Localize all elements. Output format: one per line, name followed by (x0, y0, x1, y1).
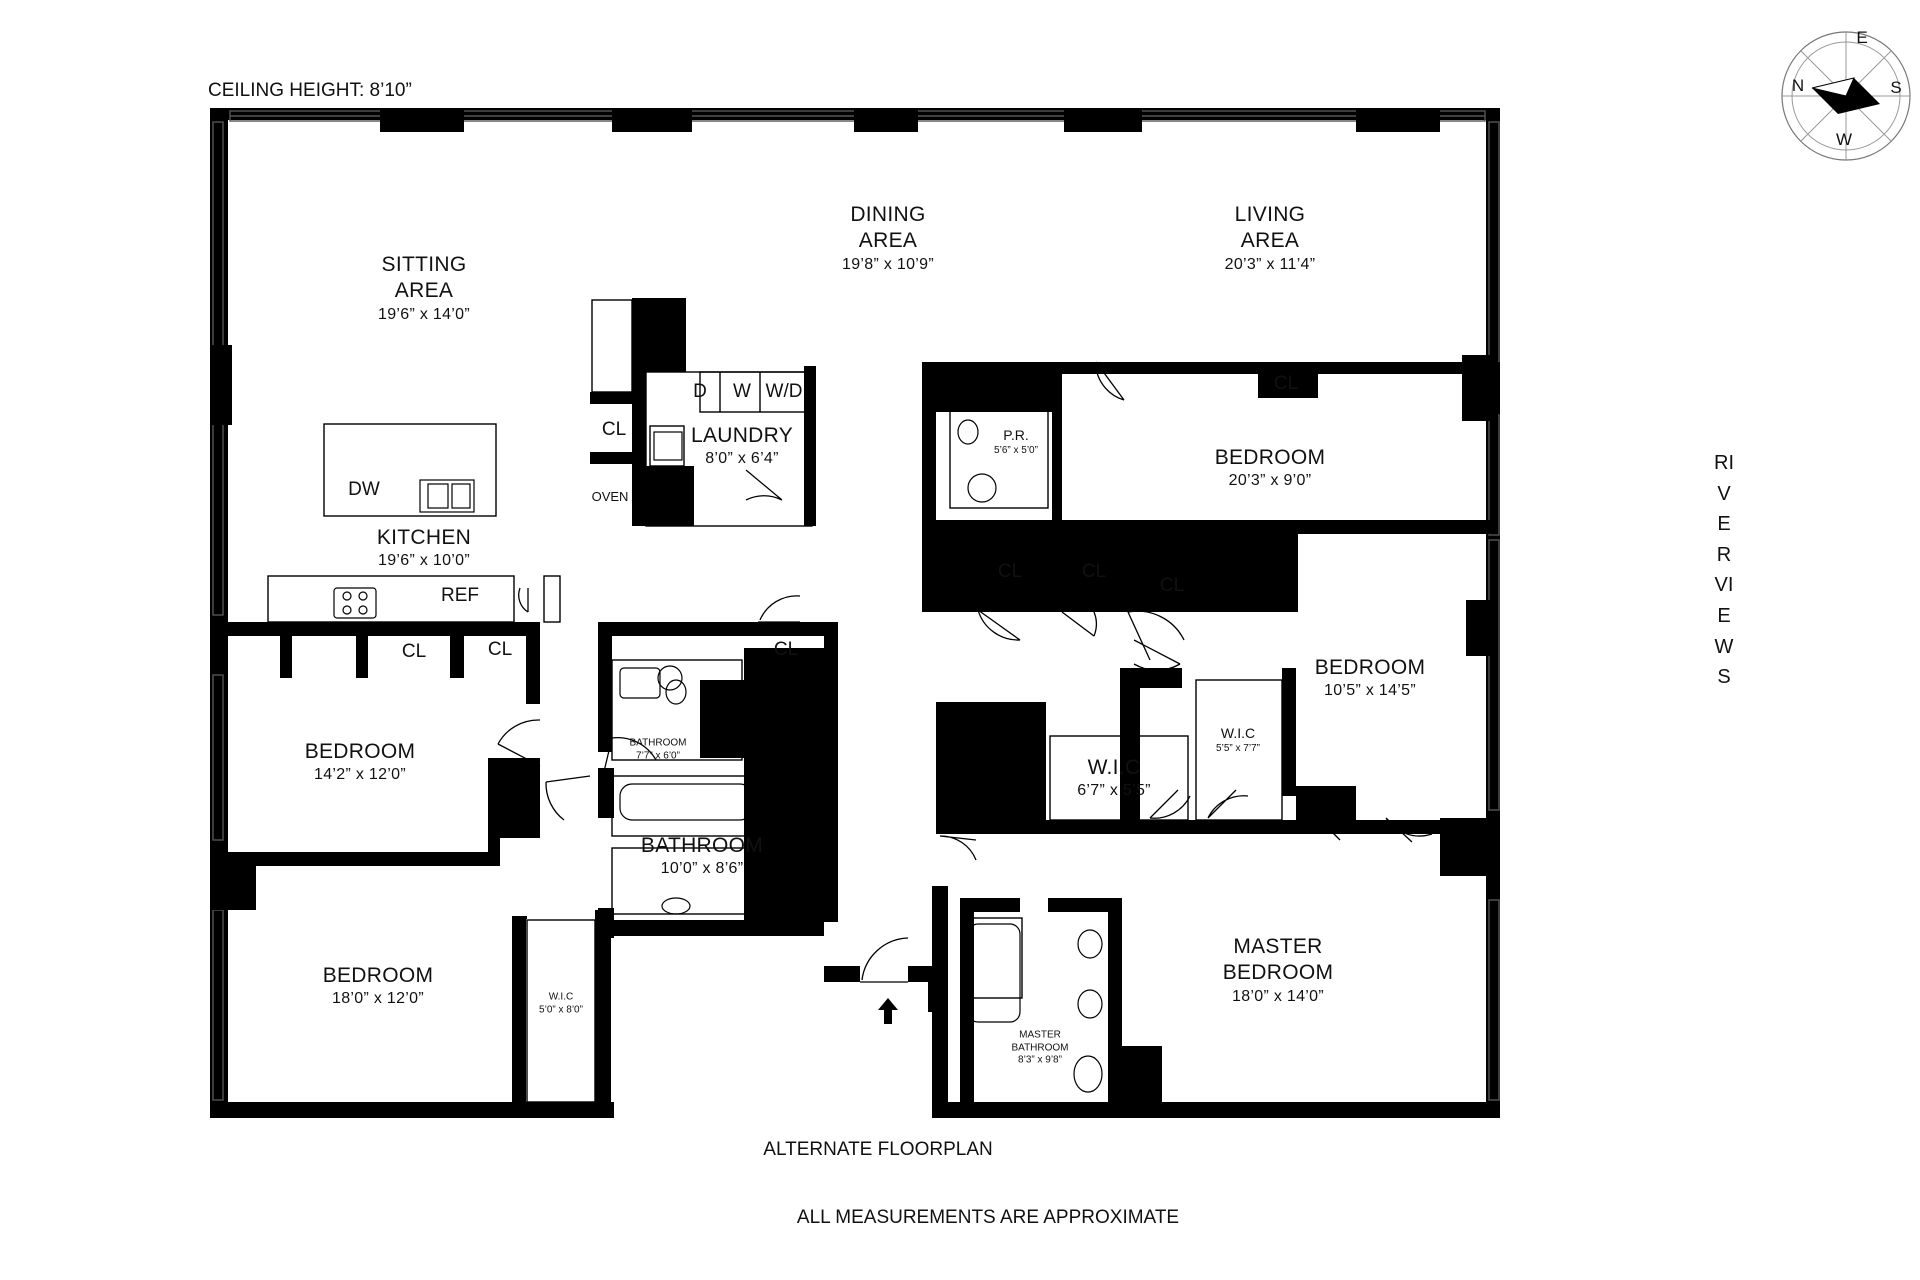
dishwasher-label: DW (348, 479, 380, 501)
master-bedroom-label: MASTER BEDROOM 18’0” x 14’0” (1222, 934, 1334, 1005)
bedroom-sw-label: BEDROOM 18’0” x 12’0” (322, 963, 434, 1008)
closet-label: CL (773, 639, 799, 661)
door-swings (497, 361, 1433, 983)
compass-west-label: W (1835, 130, 1853, 149)
compass-south-label: S (1890, 78, 1902, 97)
closet-label: CL (1081, 561, 1107, 583)
oven-label: OVEN (591, 488, 629, 504)
bedroom-w-label: BEDROOM 14’2” x 12’0” (304, 739, 416, 784)
powder-room-label: P.R. 5’6” x 5’0” (994, 427, 1038, 456)
closet-label: CL (1273, 373, 1299, 395)
master-bathroom-label: MASTER BATHROOM 8’3” x 9’8” (1011, 1029, 1069, 1066)
washer-label: W (733, 381, 751, 403)
partitions (267, 299, 1283, 1103)
river-views-label: RIVER VIEWS (1714, 452, 1734, 689)
dryer-label: D (693, 381, 707, 403)
closet-label: CL (1159, 575, 1185, 597)
plumbing-fixtures (333, 419, 1103, 1093)
bedroom-ne-label: BEDROOM 20’3” x 9’0” (1214, 445, 1326, 490)
ceiling-height-label: CEILING HEIGHT: 8’10” (208, 80, 412, 101)
plan-title: ALTERNATE FLOORPLAN (763, 1139, 993, 1161)
wic-e-label: W.I.C 5’5” x 7’7” (1216, 725, 1260, 754)
wic-sw-label: W.I.C 5’0” x 8’0” (539, 991, 583, 1016)
sitting-area-label: SITTING AREA 19’6” x 14’0” (378, 252, 470, 323)
washer-dryer-label: W/D (765, 381, 803, 403)
columns (210, 108, 1498, 910)
closet-label: CL (487, 639, 513, 661)
closet-label: CL (601, 419, 627, 441)
closet-label: CL (997, 561, 1023, 583)
bathroom-small-label: BATHROOM 7’7” x 6’0” (629, 737, 687, 762)
disclaimer: ALL MEASUREMENTS ARE APPROXIMATE (796, 1207, 1180, 1229)
bedroom-e-label: BEDROOM 10’5” x 14’5” (1314, 655, 1426, 700)
laundry-label: LAUNDRY 8’0” x 6’4” (690, 423, 794, 468)
living-area-label: LIVING AREA 20’3” x 11’4” (1224, 202, 1316, 273)
kitchen-label: KITCHEN 19’6” x 10’0” (376, 525, 472, 570)
compass-east-label: E (1856, 28, 1868, 47)
interior-walls (210, 298, 1500, 1118)
dining-area-label: DINING AREA 19’8” x 10’9” (842, 202, 934, 273)
closet-label: CL (401, 641, 427, 663)
compass-north-label: N (1791, 76, 1805, 95)
entry-arrow (878, 998, 898, 1024)
wic-center-label: W.I.C 6’7” x 5’5” (1077, 755, 1151, 800)
bathroom-label: BATHROOM 10’0” x 8’6” (640, 833, 764, 878)
refrigerator-label: REF (441, 585, 479, 607)
compass-rose (1781, 31, 1911, 161)
